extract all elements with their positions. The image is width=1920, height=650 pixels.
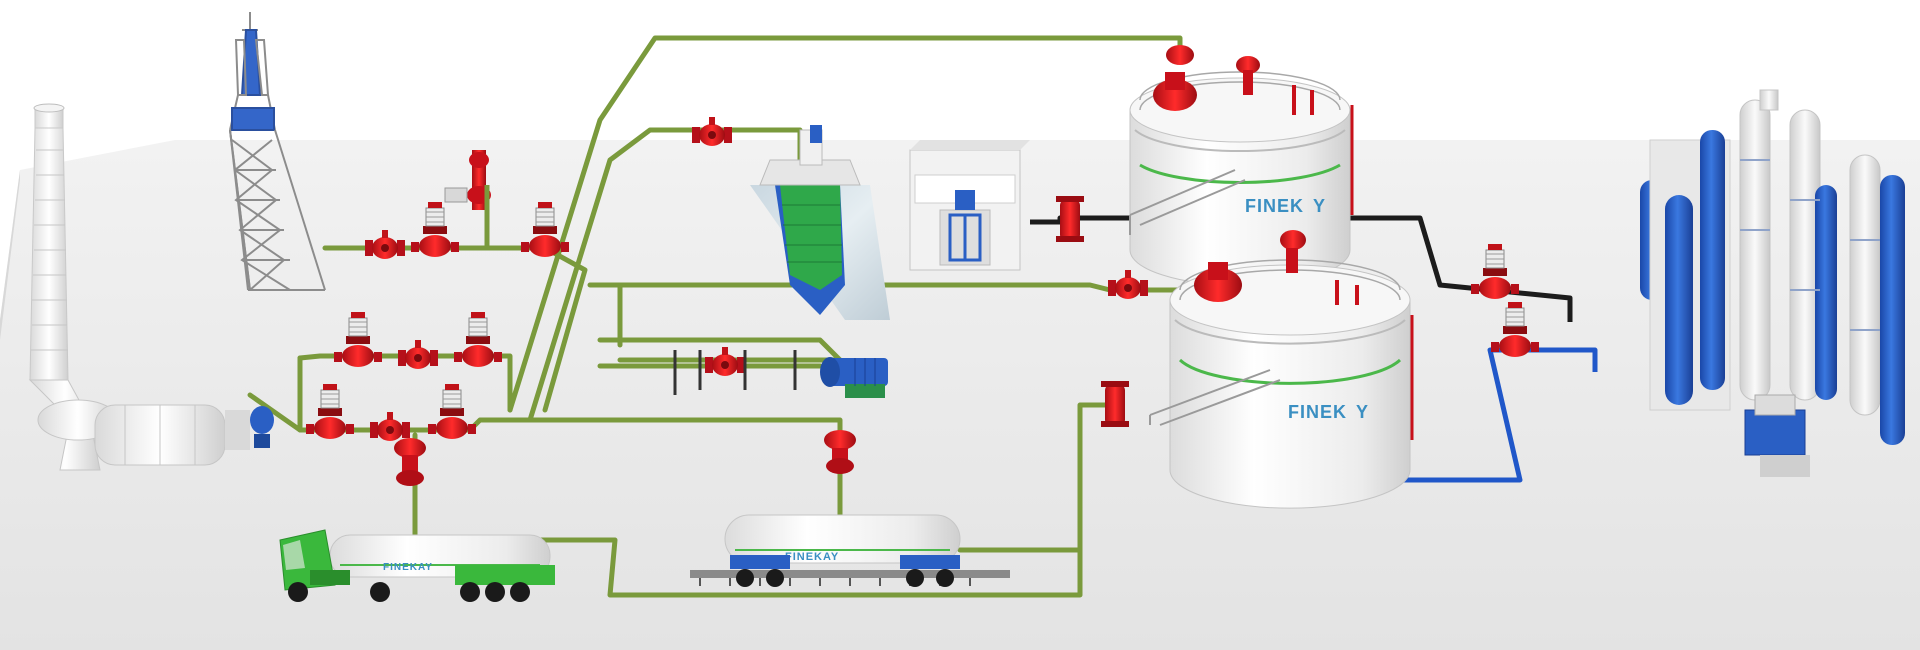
tank-upper-label-suffix: Y [1313, 196, 1326, 216]
rail-car-label: FINEKAY [785, 551, 839, 563]
vertical-relief-valve [444, 150, 491, 248]
distillation-columns [1640, 89, 1905, 477]
rail-tank-car: FINEKAY [690, 514, 1010, 587]
storage-tank-lower: FINEK Y [1149, 230, 1414, 509]
header-vertical-valve [824, 430, 856, 474]
column-base-equipment [1744, 394, 1810, 477]
ground-platform [0, 140, 1920, 650]
flare-stack [28, 103, 274, 471]
valve-cluster-center [692, 117, 1148, 474]
tank-upper-top-equipment [1153, 45, 1354, 215]
tank-lower-label-suffix: Y [1356, 402, 1369, 422]
tank-upper-railing [1139, 71, 1341, 111]
tank-lower-top-equipment [1194, 230, 1414, 440]
manifold-vertical-valve [394, 438, 426, 486]
transfer-pump [820, 357, 888, 398]
tank-upper-label: FINEK [1245, 196, 1304, 216]
truck-label: FINEKAY [383, 562, 433, 573]
tank-lower-stairs [1149, 369, 1281, 426]
tanker-ship [750, 125, 890, 320]
tank-upper-stairs [1129, 169, 1246, 235]
lattice-vent-tower [229, 12, 326, 291]
pipe-supports [673, 350, 797, 395]
valve-cluster-manifold [305, 311, 503, 486]
loading-station [909, 140, 1030, 271]
storage-tank-upper: FINEK Y [1129, 45, 1354, 286]
tanker-truck: FINEKAY [279, 529, 555, 602]
tank-lower-label: FINEK [1288, 402, 1347, 422]
valve-cluster-vent-line [365, 150, 570, 259]
